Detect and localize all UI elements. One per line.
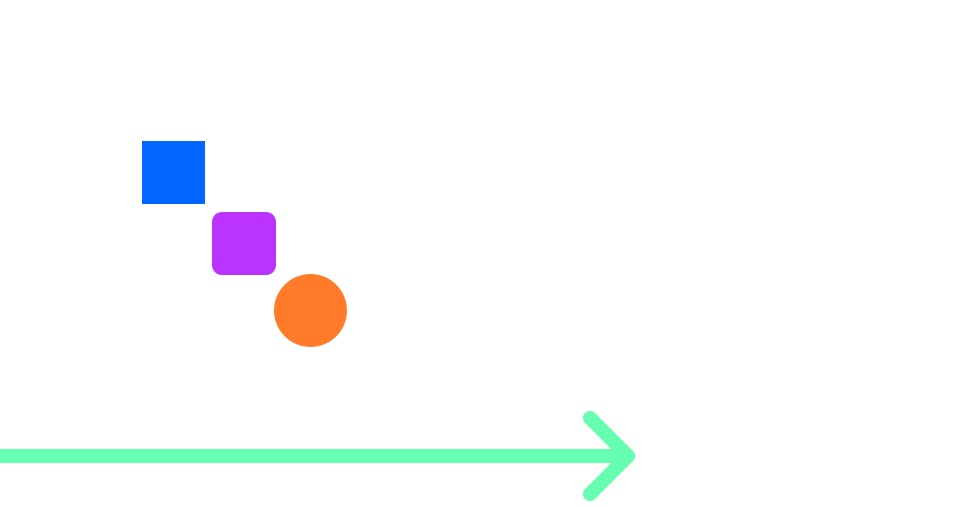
arrow-head — [583, 411, 635, 501]
orange-circle — [274, 274, 347, 347]
purple-rounded-square — [212, 212, 276, 275]
blue-square — [142, 141, 205, 204]
arrow-right-icon — [0, 411, 635, 501]
